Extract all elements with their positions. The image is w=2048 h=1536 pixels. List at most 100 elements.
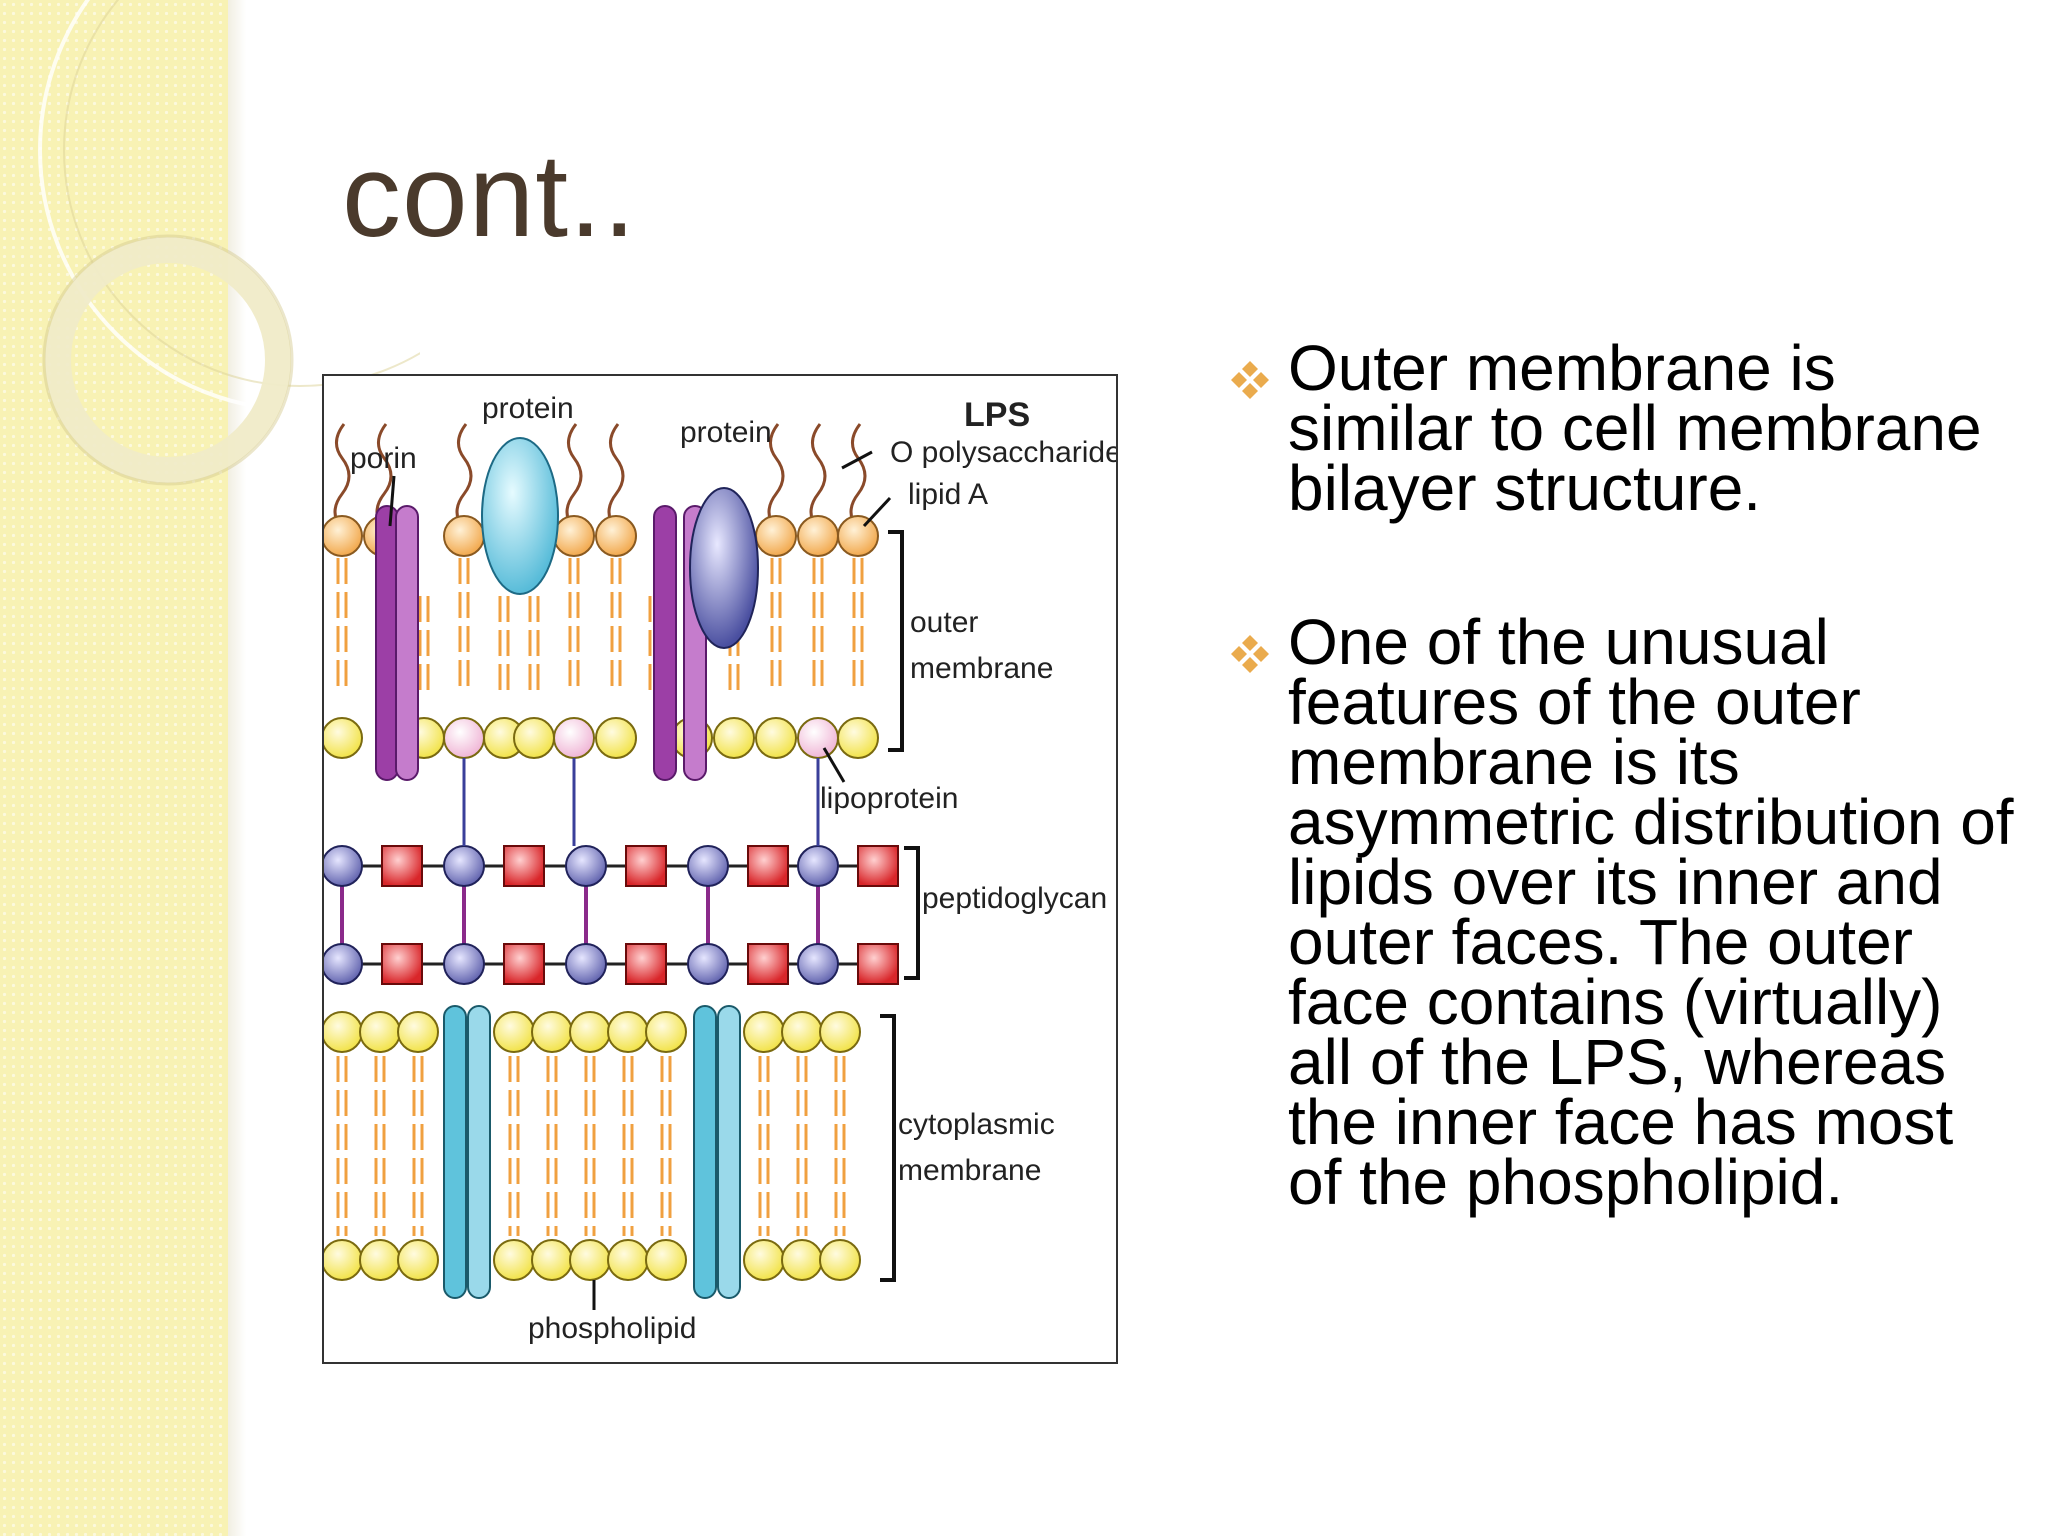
lipoprotein-head [443,717,485,759]
peptide-node [797,845,839,887]
glycan-unit [381,943,423,985]
glycan-unit [625,845,667,887]
peptide-node [687,845,729,887]
lipid-a-head [443,515,485,557]
glycan-unit [857,845,899,887]
phospholipid-head [607,1239,649,1281]
o-polysaccharide-chain [809,423,827,531]
o-polysaccharide-chain [767,423,785,531]
glycan-unit [625,943,667,985]
diamond-shape [1242,383,1258,399]
glycan-unit [503,943,545,985]
peptide-node [443,943,485,985]
bullet-item: Outer membrane is similar to cell membra… [1224,336,2024,520]
membrane-protein-purple [689,487,759,649]
peptide-node [797,943,839,985]
lipid-a-head [595,515,637,557]
phospholipid-head [359,1239,401,1281]
o-polysaccharide-chain [455,423,473,531]
lipid-a-head [755,515,797,557]
phospholipid-head [743,1011,785,1053]
label-lipoprotein: lipoprotein [820,782,958,815]
lipid-a-head [797,515,839,557]
bracket [904,846,920,980]
lipid-a-head [837,515,879,557]
lipid-a-head [324,515,363,557]
phospholipid-head [531,1011,573,1053]
label-phospholipid: phospholipid [528,1312,696,1345]
diamond-shape [1242,635,1258,651]
bracket [888,530,904,752]
phospholipid-head [324,717,363,759]
pointer-line [822,747,846,783]
label-protein-1: protein [482,392,574,425]
diamond-shape [1253,646,1269,662]
peptide-node [687,943,729,985]
pointer-line [862,496,892,528]
pointer-line [388,475,396,527]
phospholipid-head [781,1239,823,1281]
phospholipid-head [324,1239,363,1281]
phospholipid-head [755,717,797,759]
phospholipid-head [837,717,879,759]
phospholipid-head [819,1011,861,1053]
o-polysaccharide-chain [333,423,351,531]
diamond-shape [1253,372,1269,388]
label-peptidoglycan: peptidoglycan [922,882,1107,915]
label-cytoplasmic-2: membrane [898,1154,1041,1187]
diamond-shape [1231,646,1247,662]
phospholipid-head [493,1239,535,1281]
porin-channel [395,505,419,781]
phospholipid-head [324,1011,363,1053]
phospholipid-head [713,717,755,759]
peptide-node [324,845,363,887]
phospholipid-head [595,717,637,759]
diamond-bullet-icon [1231,361,1269,399]
diamond-shape [1242,361,1258,377]
peptide-node [565,943,607,985]
o-polysaccharide-chain [607,423,625,531]
lipoprotein-head [553,717,595,759]
phospholipid-head [513,717,555,759]
pointer-line [841,450,873,470]
bullet-text: One of the unusual features of the outer… [1288,606,2014,1218]
label-outer-1: outer [910,606,978,639]
side-band-shadow [228,0,246,1536]
lipoprotein-head [797,717,839,759]
bullet-item: One of the unusual features of the outer… [1224,606,2024,1218]
phospholipid-head [531,1239,573,1281]
glycan-unit [381,845,423,887]
peptide-node [443,845,485,887]
phospholipid-head [743,1239,785,1281]
membrane-protein-cyan [481,437,559,595]
label-lps: LPS [964,396,1030,434]
bullet-list: Outer membrane is similar to cell membra… [1224,336,2024,1306]
label-lipid-a: lipid A [908,478,988,511]
phospholipid-head [397,1239,439,1281]
phospholipid-head [569,1011,611,1053]
label-cytoplasmic-1: cytoplasmic [898,1108,1055,1141]
diamond-shape [1231,372,1247,388]
label-outer-2: membrane [910,652,1053,685]
phospholipid-head [819,1239,861,1281]
peptide-node [565,845,607,887]
label-o-polysaccharide: O polysaccharide [890,436,1116,469]
bracket [880,1014,896,1282]
label-protein-2: protein [680,416,772,449]
phospholipid-head [397,1011,439,1053]
glycan-unit [747,943,789,985]
cytoplasmic-channel [693,1005,717,1299]
porin-channel [375,505,399,781]
o-polysaccharide-chain [565,423,583,531]
phospholipid-head [569,1239,611,1281]
phospholipid-head [781,1011,823,1053]
glycan-unit [747,845,789,887]
peptide-node [324,943,363,985]
glycan-unit [857,943,899,985]
side-band [0,0,228,1536]
cytoplasmic-channel [443,1005,467,1299]
phospholipid-head [359,1011,401,1053]
glycan-unit [503,845,545,887]
lipid-a-head [553,515,595,557]
cytoplasmic-channel [467,1005,491,1299]
